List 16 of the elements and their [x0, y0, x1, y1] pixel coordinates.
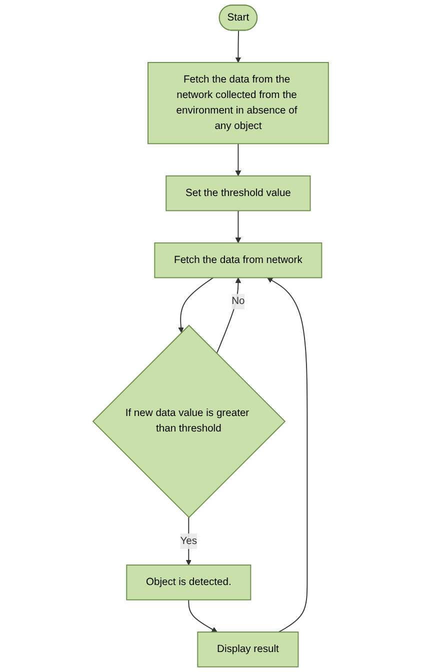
node-box: Object is detected.: [126, 564, 251, 600]
edge-label: Yes: [180, 535, 197, 546]
arrow: [235, 30, 241, 63]
arrow: [186, 516, 192, 566]
arrow: [216, 277, 241, 354]
arrow: [188, 599, 218, 632]
arrow: [178, 277, 214, 333]
node-box: Fetch the data from network: [154, 242, 322, 278]
arrow: [235, 143, 241, 176]
arrow: [266, 277, 308, 633]
node-box: Set the threshold value: [165, 175, 311, 212]
node-diamond: If new data value is greater than threshold: [92, 324, 286, 518]
node-box: Fetch the data from the network collected from the environment in absence of any object: [147, 62, 329, 144]
arrow: [235, 210, 241, 244]
edge-label: No: [231, 296, 245, 307]
node-box: Display result: [197, 632, 298, 668]
